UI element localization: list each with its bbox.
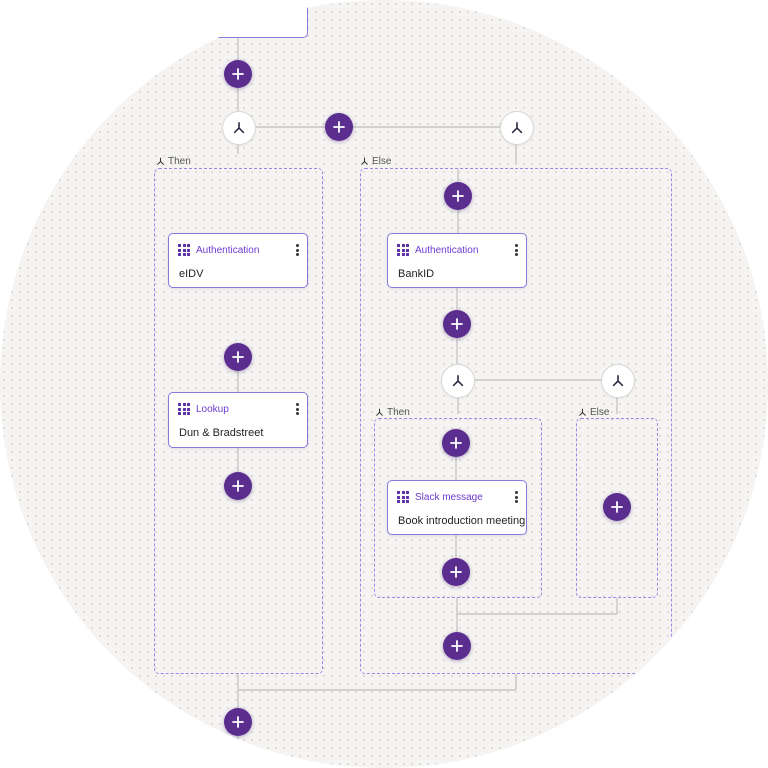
inner-else-label: Else xyxy=(578,407,609,418)
branch-icon xyxy=(157,157,164,165)
add-step-button[interactable] xyxy=(224,343,252,371)
plus-icon xyxy=(232,716,244,728)
branch-icon xyxy=(361,157,368,165)
branch-icon xyxy=(376,408,383,416)
card-header: Authentication xyxy=(397,244,478,256)
more-vertical-icon[interactable] xyxy=(293,402,301,416)
add-step-button[interactable] xyxy=(444,182,472,210)
grid-icon xyxy=(397,244,409,256)
more-vertical-icon[interactable] xyxy=(293,243,301,257)
outer-then-label-text: Then xyxy=(168,156,191,167)
step-card-lookup[interactable]: Lookup Dun & Bradstreet xyxy=(168,392,308,448)
inner-then-label: Then xyxy=(375,407,410,418)
add-step-button[interactable] xyxy=(224,60,252,88)
card-title: Lookup xyxy=(196,403,229,415)
inner-else-group xyxy=(576,418,658,598)
card-title: Authentication xyxy=(196,244,260,256)
inner-else-label-text: Else xyxy=(590,407,610,418)
add-step-button[interactable] xyxy=(224,472,252,500)
add-step-button[interactable] xyxy=(443,310,471,338)
plus-icon xyxy=(232,68,244,80)
outer-else-group xyxy=(360,168,672,674)
add-step-button[interactable] xyxy=(443,632,471,660)
plus-icon xyxy=(450,566,462,578)
more-vertical-icon[interactable] xyxy=(512,490,520,504)
outer-else-label-text: Else xyxy=(372,156,392,167)
card-subtitle: BankID xyxy=(398,268,435,280)
branch-node-inner-else[interactable] xyxy=(601,364,635,398)
add-step-button[interactable] xyxy=(442,429,470,457)
plus-icon xyxy=(232,351,244,363)
add-branch-button[interactable] xyxy=(325,113,353,141)
grid-icon xyxy=(178,244,190,256)
plus-icon xyxy=(232,480,244,492)
plus-icon xyxy=(333,121,345,133)
grid-icon xyxy=(178,403,190,415)
more-vertical-icon[interactable] xyxy=(512,243,520,257)
branch-icon xyxy=(233,121,245,134)
plus-icon xyxy=(452,190,464,202)
card-header: Lookup xyxy=(178,403,229,415)
add-step-button[interactable] xyxy=(442,558,470,586)
outer-then-label: Then xyxy=(156,156,191,167)
branch-icon xyxy=(612,374,624,387)
plus-icon xyxy=(450,437,462,449)
plus-icon xyxy=(611,501,623,513)
card-header: Authentication xyxy=(178,244,259,256)
card-header: Slack message xyxy=(397,491,483,503)
inner-then-label-text: Then xyxy=(387,407,410,418)
plus-icon xyxy=(451,318,463,330)
add-step-button[interactable] xyxy=(603,493,631,521)
branch-icon xyxy=(511,121,523,134)
card-title: Slack message xyxy=(415,491,483,503)
branch-icon xyxy=(579,408,586,416)
step-card-authentication-bankid[interactable]: Authentication BankID xyxy=(387,233,527,288)
card-title: Authentication xyxy=(415,244,479,256)
branch-node-top-then[interactable] xyxy=(222,111,256,145)
outer-else-label: Else xyxy=(360,156,391,167)
plus-icon xyxy=(451,640,463,652)
step-card-slack-message[interactable]: Slack message Book introduction meeting xyxy=(387,480,527,535)
outer-then-group xyxy=(154,168,323,674)
step-card-authentication-eidv[interactable]: Authentication eIDV xyxy=(168,233,308,288)
card-subtitle: Dun & Bradstreet xyxy=(179,427,264,439)
branch-node-inner-then[interactable] xyxy=(441,364,475,398)
previous-step-card[interactable] xyxy=(198,0,308,38)
card-subtitle: Book introduction meeting xyxy=(398,515,526,527)
inner-then-group xyxy=(374,418,542,598)
card-subtitle: eIDV xyxy=(179,268,204,280)
add-step-button[interactable] xyxy=(224,708,252,736)
branch-node-top-else[interactable] xyxy=(500,111,534,145)
grid-icon xyxy=(397,491,409,503)
branch-icon xyxy=(452,374,464,387)
